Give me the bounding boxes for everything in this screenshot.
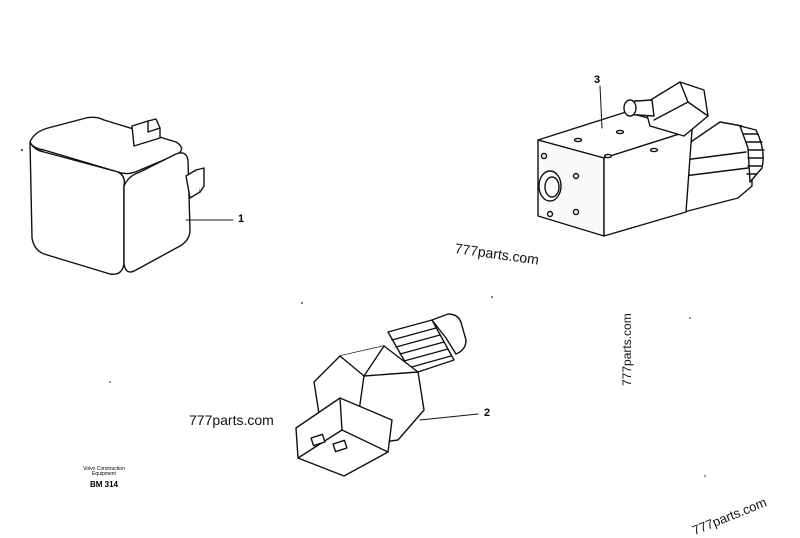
drawing-code: BM 314 — [89, 479, 118, 489]
callout-1: 1 — [238, 213, 245, 225]
scan-specks — [21, 149, 706, 477]
watermark-vertical: 777parts.com — [620, 313, 634, 386]
drawing-credit: Volvo Construction Equipment BM 314 — [60, 466, 148, 489]
watermark-left: 777parts.com — [189, 412, 274, 428]
credit-division: Equipment — [92, 471, 116, 478]
solenoid-valve-part — [537, 81, 765, 237]
callout-2: 2 — [484, 407, 491, 419]
sensor-part — [295, 313, 479, 477]
relay-part — [29, 116, 234, 275]
credit-company: Volvo Construction — [83, 466, 125, 472]
callout-3: 3 — [594, 74, 601, 86]
